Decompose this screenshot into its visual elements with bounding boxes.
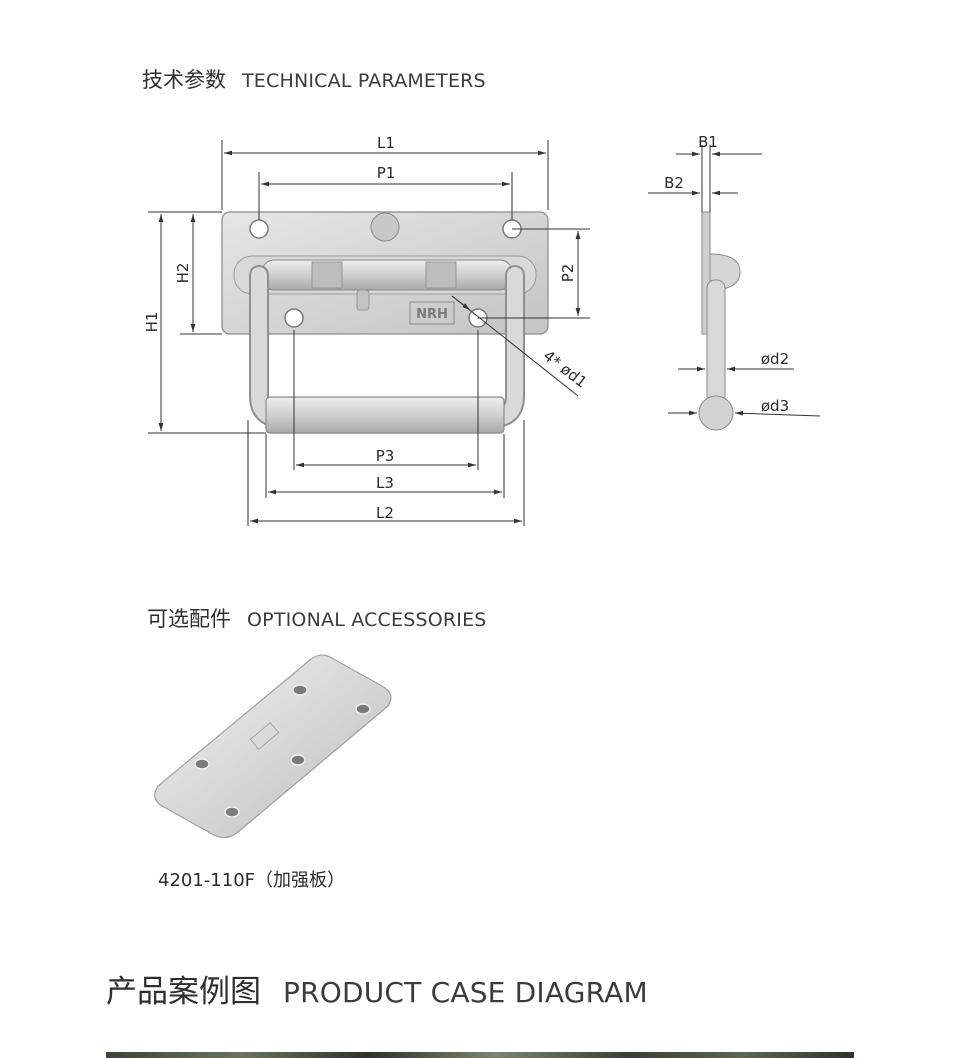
dim-label-p3: P3 (376, 447, 395, 465)
case-photo (106, 1052, 854, 1058)
dim-label-l2: L2 (376, 504, 394, 522)
dim-label-d3: ød3 (761, 397, 789, 415)
heading-cn: 可选配件 (147, 607, 231, 631)
shaft-collar (425, 261, 457, 289)
heading-cn: 技术参数 (142, 68, 226, 92)
plate-hole (290, 754, 306, 766)
center-knob (370, 212, 400, 242)
heading-en: TECHNICAL PARAMETERS (242, 70, 486, 92)
dim-label-b2: B2 (664, 174, 684, 192)
plate-logo (249, 722, 280, 750)
technical-parameters-heading: 技术参数 TECHNICAL PARAMETERS (142, 64, 486, 94)
plate-hole (194, 758, 210, 770)
dim-label-l3: L3 (376, 474, 394, 492)
brand-logo: NRH (416, 307, 448, 322)
plate-hole (355, 703, 371, 715)
optional-accessories-heading: 可选配件 OPTIONAL ACCESSORIES (147, 603, 487, 633)
side-dimension-lines (648, 145, 821, 417)
dim-label-d1: 4* ød1 (540, 347, 591, 392)
handle-front-view: NRH (221, 211, 549, 434)
dim-label-p1: P1 (377, 164, 396, 182)
heading-en: OPTIONAL ACCESSORIES (247, 609, 487, 631)
mount-hole (249, 219, 269, 239)
dim-label-h2: H2 (174, 263, 192, 284)
plate-hole (292, 684, 308, 696)
dim-label-b1: B1 (698, 133, 718, 151)
spring-tab (356, 289, 370, 311)
accessory-caption: 4201-110F（加强板） (158, 870, 346, 891)
mount-hole (284, 308, 304, 328)
handle-grip (265, 396, 505, 434)
product-case-heading: 产品案例图 PRODUCT CASE DIAGRAM (106, 966, 648, 1011)
side-grip (698, 395, 734, 431)
plate-hole (224, 806, 240, 818)
heading-en: PRODUCT CASE DIAGRAM (283, 976, 648, 1009)
reinforcement-plate-image (154, 654, 392, 839)
dimension-lines (148, 140, 590, 526)
handle-side-view (698, 211, 741, 431)
side-rod (706, 279, 726, 411)
plate-body (154, 654, 392, 839)
brand-logo-box (409, 301, 455, 325)
shaft-collar (311, 261, 343, 289)
dim-label-p2: P2 (559, 264, 577, 283)
hinge-shaft (261, 259, 513, 291)
dim-label-d2: ød2 (761, 350, 789, 368)
dim-label-h1: H1 (143, 312, 161, 333)
dim-label-l1: L1 (377, 134, 395, 152)
heading-cn: 产品案例图 (106, 974, 261, 1010)
